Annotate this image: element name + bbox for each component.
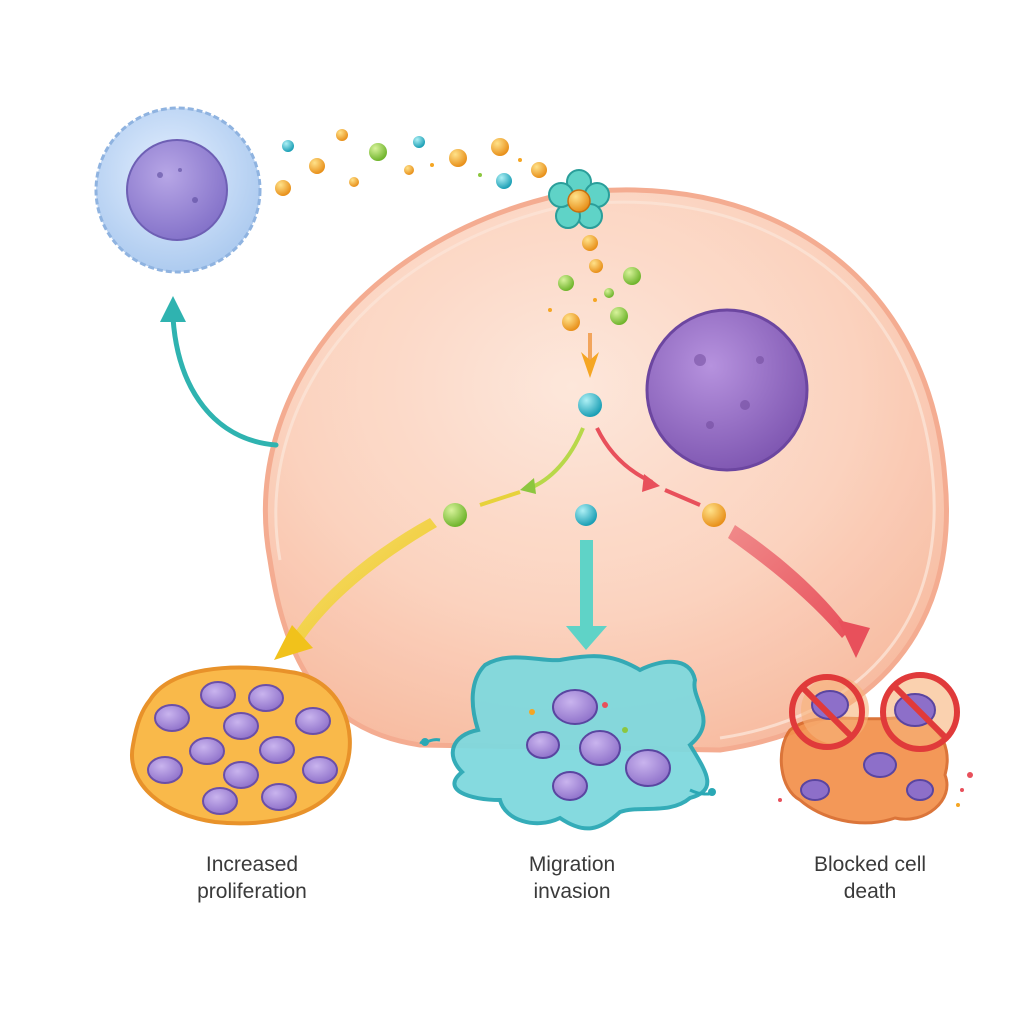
label-line: Migration: [528, 853, 616, 876]
label-line: proliferation: [197, 880, 307, 903]
label-cell-death: Blocked cell death: [750, 851, 990, 905]
nucleus: [645, 308, 809, 472]
label-proliferation: Increased proliferation: [132, 851, 372, 905]
feedback-arrow: [160, 296, 279, 448]
secreted-molecules: [275, 129, 547, 196]
label-line: Blocked cell: [813, 853, 927, 876]
label-line: Increased: [205, 853, 299, 876]
label-line: invasion: [533, 880, 611, 903]
proliferating-cells: [147, 681, 338, 815]
prohibition-icon: [789, 674, 865, 750]
signal-cascade: [548, 235, 641, 417]
dying-cells: [778, 676, 973, 825]
label-line: death: [843, 880, 897, 903]
arrow-cell-death: [595, 427, 870, 658]
migrating-cell: [419, 654, 716, 831]
prohibition-icon: [880, 672, 960, 752]
flower-receptor-icon: [548, 169, 610, 229]
proliferating-cluster: [129, 665, 352, 826]
label-migration: Migration invasion: [452, 851, 692, 905]
signaling-cell: [94, 106, 262, 274]
arrow-migration: [566, 504, 607, 650]
arrow-proliferation: [274, 427, 585, 660]
